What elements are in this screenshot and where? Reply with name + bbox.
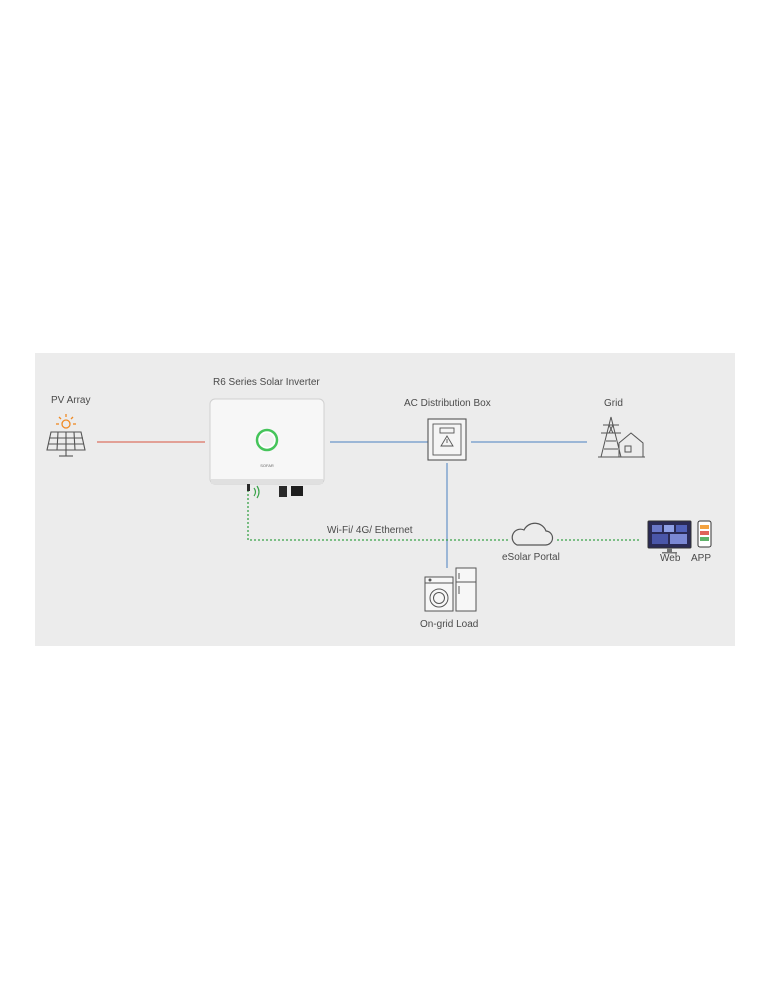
svg-text:SOFAR: SOFAR — [260, 463, 274, 468]
connector-a — [279, 486, 287, 497]
app-label: APP — [691, 553, 712, 564]
comms-label: Wi-Fi/ 4G/ Ethernet — [327, 525, 413, 536]
web-monitor-icon — [647, 520, 692, 554]
portal-label: eSolar Portal — [502, 552, 560, 563]
inverter-device: SOFAR — [209, 398, 325, 499]
solar-panel-icon — [46, 431, 86, 457]
antenna-stub — [247, 484, 250, 491]
web-label: Web — [660, 553, 681, 564]
sun-icon — [56, 414, 76, 429]
diagram-graphics: SOFAR — [46, 398, 712, 612]
ac-box-label: AC Distribution Box — [404, 398, 491, 409]
grid-label: Grid — [604, 398, 623, 409]
pv-array-label: PV Array — [51, 395, 91, 406]
wifi-signal-icon — [253, 485, 260, 499]
refrigerator-icon — [455, 567, 477, 612]
washing-machine-icon — [424, 576, 454, 612]
inverter-label: R6 Series Solar Inverter — [213, 377, 320, 388]
app-phone-icon — [697, 520, 712, 548]
ac-distribution-box-icon — [427, 418, 467, 461]
comm-line-left — [247, 490, 508, 541]
cloud-icon — [511, 522, 554, 546]
pv-array-icon — [46, 414, 86, 457]
load-label: On-grid Load — [420, 619, 479, 630]
grid-icon — [598, 416, 645, 458]
system-diagram: SOFAR — [35, 353, 735, 646]
connector-b — [291, 486, 303, 496]
